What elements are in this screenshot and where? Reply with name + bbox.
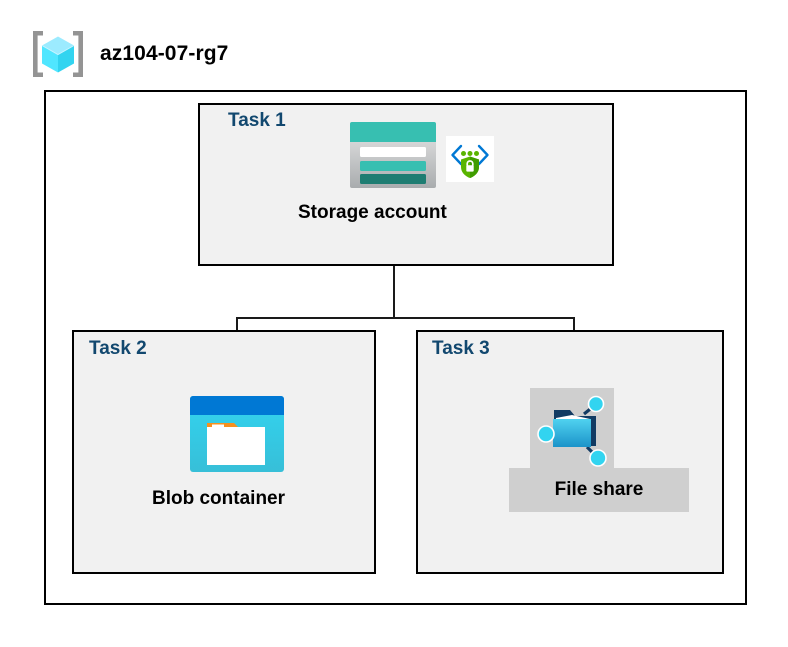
resource-group-header: az104-07-rg7 [30,28,228,80]
file-share-icon [537,395,607,467]
storage-account-label: Storage account [298,202,447,223]
resource-group-icon [33,31,83,77]
resource-group-title: az104-07-rg7 [100,42,229,65]
private-endpoint-icon [446,136,494,182]
blob-container-icon [190,396,284,472]
connector-horizontal-bar [236,317,575,319]
task-2-label: Task 2 [89,338,147,359]
file-share-label: File share [509,468,689,512]
storage-account-icon [350,122,436,188]
blob-container-label: Blob container [152,488,286,509]
task-1-label: Task 1 [228,110,286,131]
connector-storage-trunk [393,266,395,318]
task-3-label: Task 3 [432,338,490,359]
